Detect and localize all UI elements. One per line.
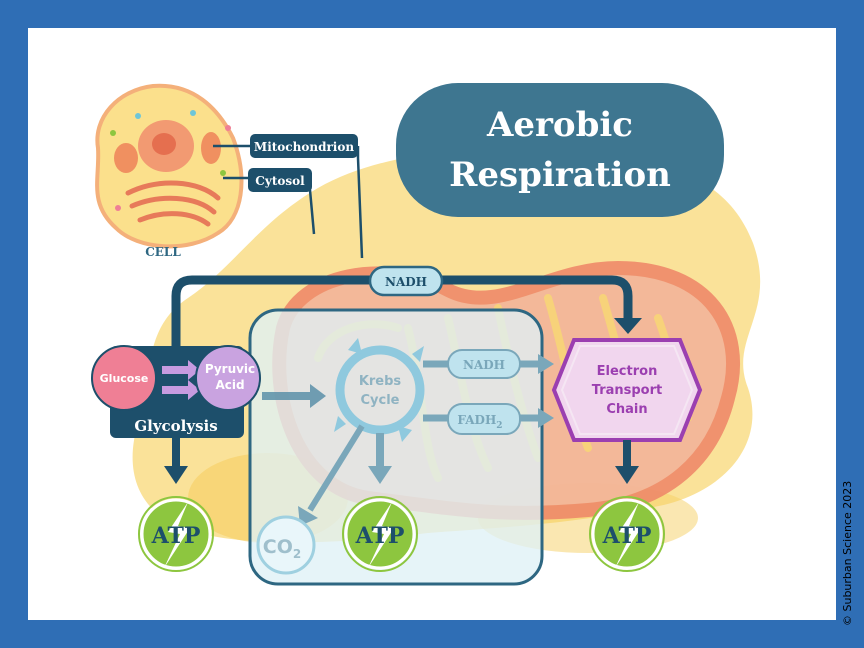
lightning-icon	[368, 502, 394, 568]
copyright-text: © Suburban Science 2023	[841, 481, 854, 626]
nadh-top-badge	[368, 265, 444, 297]
arrowhead-fadh-etc	[538, 408, 554, 428]
arrow-krebs-co2	[307, 424, 365, 512]
pyruvic-circle	[195, 345, 261, 411]
cell-illustration	[95, 83, 244, 249]
arrowhead-etc-atp	[615, 466, 639, 484]
pyruvic-text-1: Pyruvic	[205, 362, 255, 376]
etc-text-2: Transport	[592, 383, 662, 398]
callout-mitochondrion	[250, 134, 358, 158]
arrowhead-etc	[614, 318, 642, 334]
nadh-mid-text: NADH	[463, 358, 505, 372]
krebs-text-1: Krebs	[359, 374, 402, 389]
atp-mid-text: ATP	[355, 523, 405, 549]
glucose-circle	[91, 345, 157, 411]
cell-label: CELL	[145, 245, 181, 259]
diagram-card: CELL Mitochondrion Cytosol Aerobic Respi…	[28, 28, 836, 620]
co2-text: CO2	[263, 536, 301, 561]
glucose-text: Glucose	[100, 372, 149, 385]
pyruvic-text-2: Acid	[215, 378, 244, 392]
fadh-subscript: 2	[496, 421, 502, 431]
etc-hexagon	[551, 338, 703, 442]
lightning-icon	[164, 502, 190, 568]
lightning-icon	[615, 502, 641, 568]
arrowhead-nadh-etc	[538, 354, 554, 374]
title-line2: Respiration	[449, 155, 671, 195]
respiration-diagram: CELL Mitochondrion Cytosol Aerobic Respi…	[91, 83, 761, 586]
title-line1: Aerobic	[486, 105, 633, 145]
atp-badge-left	[138, 496, 214, 572]
callout-cytosol-text: Cytosol	[255, 174, 305, 188]
callout-mitochondrion-text: Mitochondrion	[254, 140, 354, 154]
etc-text-1: Electron	[597, 364, 658, 379]
atp-left-text: ATP	[151, 523, 201, 549]
arrowhead-krebs-atp	[368, 466, 392, 484]
glycolysis-arrow-1	[162, 360, 200, 380]
atp-badge-right	[589, 496, 665, 572]
nadh-top-text: NADH	[385, 275, 427, 289]
krebs-cycle-icon	[334, 338, 425, 442]
arrow-pyruvic-to-krebs	[262, 384, 326, 408]
callout-cytosol	[248, 168, 312, 192]
etc-text-3: Chain	[606, 402, 647, 417]
atp-badge-mid	[342, 496, 418, 572]
co2-circle	[256, 515, 316, 575]
fadh-text: FADH2	[457, 413, 502, 431]
glycolysis-arrow-2	[162, 380, 200, 400]
title-pill	[396, 83, 724, 217]
arrowhead-glycolysis-atp	[164, 466, 188, 484]
atp-right-text: ATP	[602, 523, 652, 549]
copyright-vertical: © Suburban Science 2023	[841, 481, 854, 626]
co2-subscript: 2	[293, 547, 301, 561]
callout-line-cytosol	[223, 176, 316, 235]
glycolysis-label: Glycolysis	[134, 417, 217, 435]
krebs-text-2: Cycle	[361, 393, 400, 408]
